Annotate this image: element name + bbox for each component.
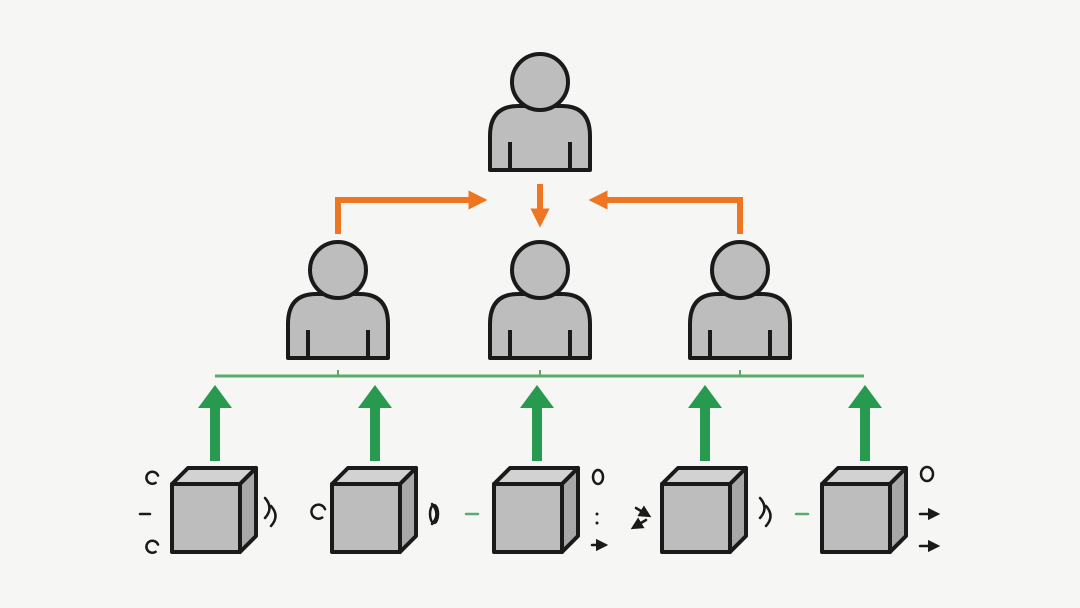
box-icon-3 [492,466,580,554]
motion-mark-icon [145,539,160,554]
motion-mark-icon [591,468,605,486]
person-icon-top [488,52,592,172]
upward-arrow-1 [198,385,232,461]
motion-mark-icon [310,503,327,520]
report-arrow-right [588,190,743,234]
motion-mark-icon [634,505,652,518]
box-icon-5 [820,466,908,554]
upward-arrows [198,385,882,461]
box-icon-1 [170,466,258,554]
report-arrow-left [335,190,488,234]
box-icon-4 [660,466,748,554]
motion-mark-icon [758,496,766,520]
upward-arrow-4 [688,385,722,461]
motion-mark-icon [145,470,160,485]
motion-mark-icon [919,465,935,483]
motion-marks [138,465,941,554]
motion-mark-icon [595,512,599,516]
boxes-layer [170,466,908,554]
person-icon-mid-left [286,240,390,360]
motion-mark-icon [764,504,772,528]
person-icon-mid-right [688,240,792,360]
upward-arrow-2 [358,385,392,461]
upward-arrow-3 [520,385,554,461]
motion-mark-icon [269,504,277,528]
motion-mark-icon [428,503,440,525]
motion-mark-icon [263,496,271,520]
box-icon-2 [330,466,418,554]
person-icon-mid-center [488,240,592,360]
upward-arrow-5 [848,385,882,461]
report-arrows [335,184,743,234]
motion-mark-icon [630,517,648,530]
motion-mark-icon [595,521,599,525]
collection-bus-line [215,370,864,378]
people-layer [286,52,792,360]
